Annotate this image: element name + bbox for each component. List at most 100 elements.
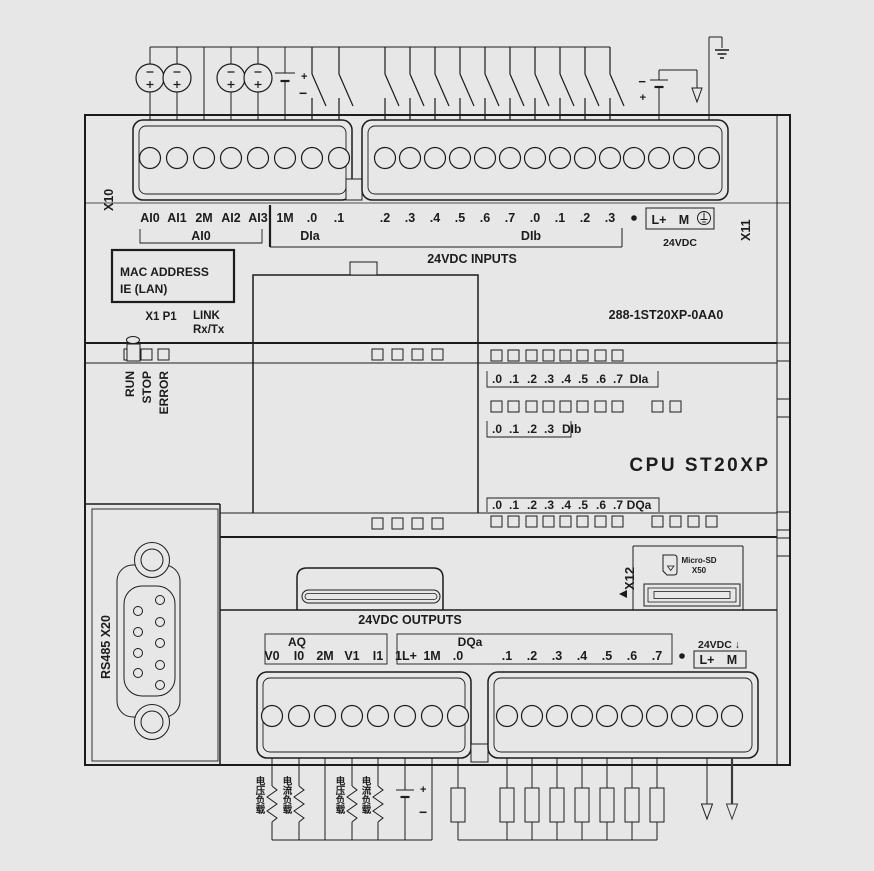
dqa-row-label: DQa [627, 498, 652, 512]
dia-row-label: DIa [630, 372, 649, 386]
bottom-pin-labels: 24VDC OUTPUTS AQ V0 I0 2M V1 I1 DQa 1L+ … [264, 613, 747, 669]
led-tick-label: .2 [527, 372, 537, 386]
sensor-supply-battery-icon: − + [638, 69, 703, 120]
battery-minus-label: − [638, 74, 646, 89]
sd-slot[interactable] [643, 583, 741, 607]
led-tick-label: .4 [561, 498, 571, 512]
pin-label: 2M [316, 649, 333, 663]
ethernet-port-recess [252, 261, 479, 513]
pin-label: .3 [552, 649, 562, 663]
output-power-label: 24VDC ↓ [698, 639, 740, 651]
dib-led-row: .0 .1 .2 .3 DIb [486, 400, 682, 438]
io-led-rows: .0 .1 .2 .3 .4 .5 .6 .7 DIa .0 .1 .2 .3 … [371, 348, 718, 530]
pin-label: .1 [555, 211, 565, 225]
link-led-label: LINK [193, 310, 221, 322]
dib-group-label: DIb [521, 229, 542, 243]
bottom-terminal-block-left [256, 671, 472, 759]
pin-label: .2 [380, 211, 390, 225]
sd-port-label: X50 [692, 566, 707, 575]
pin-label: 2M [195, 211, 212, 225]
led-tick-label: .7 [613, 498, 623, 512]
current-load-label: 电流负载 [281, 775, 293, 815]
pin-label: .3 [605, 211, 615, 225]
pin-label: 1M [276, 211, 293, 225]
pin-label: M [679, 213, 689, 227]
db9-screw-hole [134, 704, 170, 740]
earth-ground-icon [708, 36, 729, 120]
led-tick-label: .3 [544, 372, 554, 386]
led-tick-label: .1 [509, 372, 519, 386]
led-tick-label: .2 [527, 498, 537, 512]
pin-label: AI1 [167, 211, 187, 225]
led-tick-label: .2 [527, 422, 537, 436]
mac-address-line2: IE (LAN) [120, 282, 167, 296]
x12-pointer-icon [619, 590, 627, 598]
terminal-block-bridge [470, 743, 489, 763]
outputs-section-label: 24VDC OUTPUTS [358, 613, 462, 627]
m-down-arrow-icon [725, 758, 739, 821]
led-tick-label: .7 [613, 372, 623, 386]
top-pin-labels: AI0 AI1 2M AI2 AI3 1M .0 .1 .2 .3 .4 .5 … [102, 189, 753, 266]
output-supply-battery-icon: + − [396, 758, 427, 840]
pin-label: 1L+ [395, 649, 417, 663]
rs485-port[interactable]: RS485 X20 [91, 508, 219, 762]
error-led-label: ERROR [157, 371, 171, 415]
x12-port-label: X12 [622, 567, 637, 590]
aq-group-box: AQ V0 I0 2M V1 I1 [264, 633, 388, 665]
battery-plus-label: + [640, 92, 646, 104]
pin-label: AI3 [248, 211, 268, 225]
pin-label: .1 [334, 211, 344, 225]
top-terminal-block-right [361, 119, 729, 201]
cpu-name: CPU ST20XP [629, 455, 770, 476]
led-tick-label: .6 [596, 498, 606, 512]
di-group-bracket [270, 228, 623, 248]
analog-group-label: AI0 [191, 229, 211, 243]
pin-label: AI2 [221, 211, 241, 225]
port-x1p1-label: X1 P1 [145, 311, 177, 323]
functional-earth-icon [697, 211, 711, 225]
analog-group-bracket [139, 229, 263, 244]
pin-label: V1 [344, 649, 359, 663]
pin-label: .0 [530, 211, 540, 225]
dia-led-row: .0 .1 .2 .3 .4 .5 .6 .7 DIa [486, 349, 659, 388]
battery-minus-label: − [299, 85, 307, 101]
terminal-block-bridge [345, 178, 363, 201]
sd-card-icon [662, 554, 678, 576]
input-power-box: L+ M 24VDC [645, 207, 715, 249]
x11-port-label: X11 [739, 219, 753, 241]
led-tick-label: .3 [544, 498, 554, 512]
aq-group-label: AQ [288, 635, 306, 649]
battery-minus-label: − [419, 804, 427, 820]
led-tick-label: .1 [509, 498, 519, 512]
pin-label: .2 [527, 649, 537, 663]
expansion-connector [296, 567, 444, 610]
output-power-box: 24VDC ↓ L+ M [693, 639, 747, 669]
pin-label: .4 [577, 649, 587, 663]
battery-plus-label: + [301, 71, 307, 83]
mac-address-panel: MAC ADDRESS IE (LAN) X1 P1 LINK Rx/Tx [110, 248, 236, 336]
x10-port-label: X10 [102, 189, 116, 211]
input-supply-battery-icon: + − [275, 47, 307, 120]
led-tick-label: .0 [492, 422, 502, 436]
pin-label: AI0 [140, 211, 160, 225]
dqa-group-box: DQa 1L+ 1M .0 .1 .2 .3 .4 .5 .6 .7 [395, 633, 673, 665]
mac-address-line1: MAC ADDRESS [120, 265, 209, 279]
pin-label: .4 [430, 211, 440, 225]
led-tick-label: .5 [578, 498, 588, 512]
order-number: 288-1ST20XP-0AA0 [609, 308, 724, 322]
led-tick-label: .3 [544, 422, 554, 436]
led-tick-label: .0 [492, 498, 502, 512]
unused-terminal-dot [679, 653, 685, 659]
dqa-led-row: .0 .1 .2 .3 .4 .5 .6 .7 DQa [486, 497, 718, 528]
status-led-panel: RUN STOP ERROR [123, 336, 171, 415]
rxtx-led-label: Rx/Tx [193, 324, 225, 336]
bottom-terminal-block-right [487, 671, 759, 759]
pin-label: L+ [700, 653, 715, 667]
led-tick-label: .0 [492, 372, 502, 386]
pin-label: .5 [455, 211, 465, 225]
led-tick-label: .6 [596, 372, 606, 386]
pin-label: V0 [264, 649, 279, 663]
sd-name-label: Micro-SD [681, 556, 716, 565]
